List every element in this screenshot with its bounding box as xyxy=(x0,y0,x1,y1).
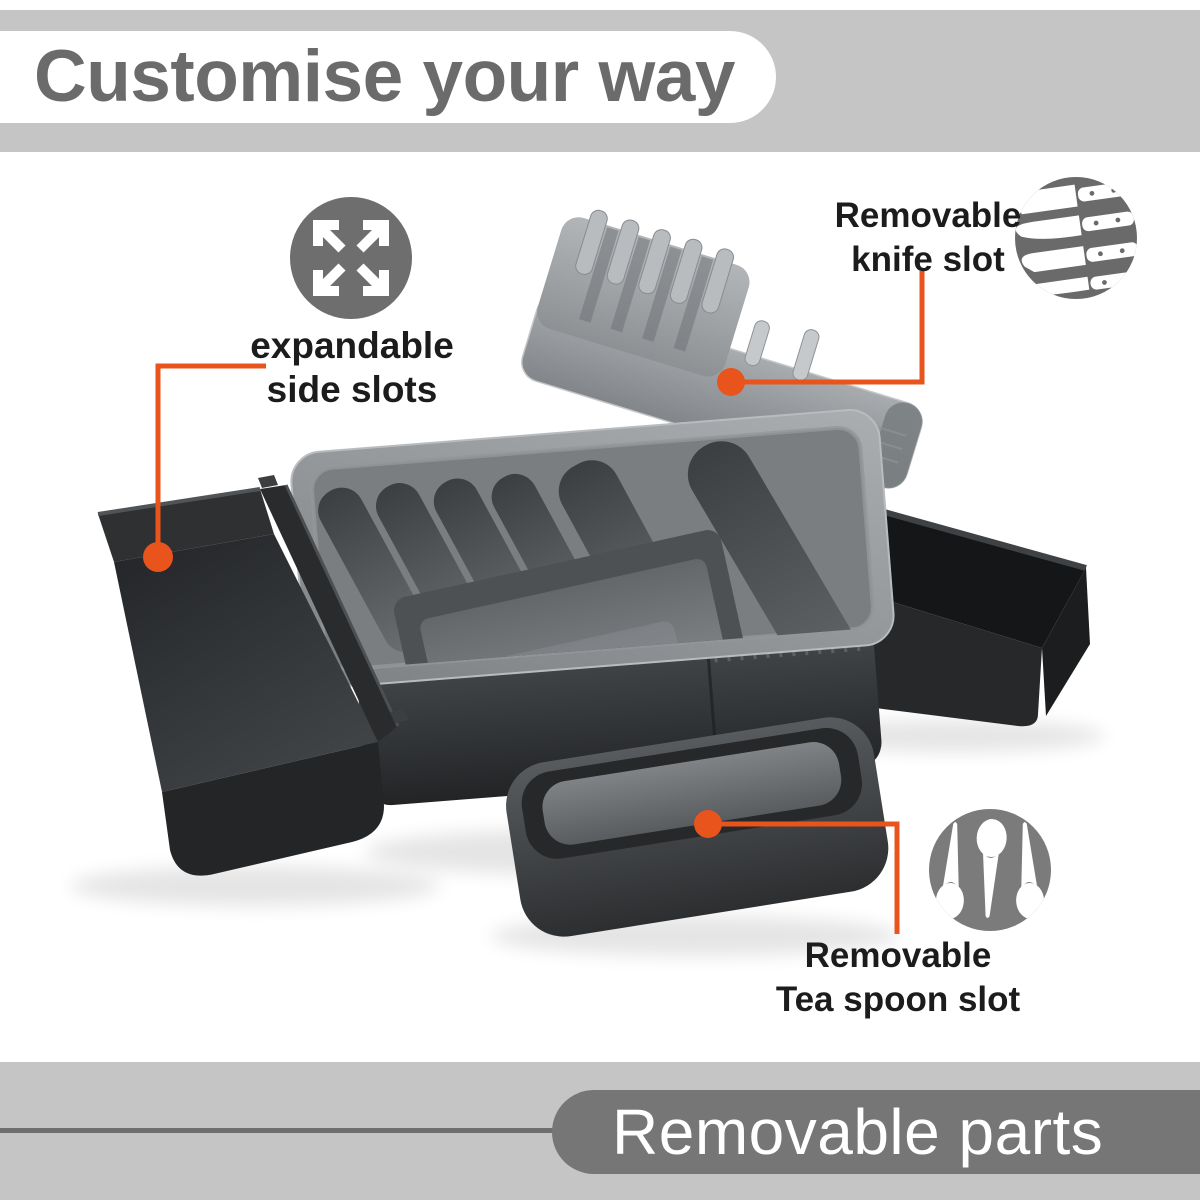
knife-block-fins xyxy=(575,209,735,352)
spoons-icon xyxy=(929,809,1051,931)
expand-arrows-icon xyxy=(290,197,412,319)
label-line: Removable xyxy=(804,936,992,975)
label-expandable-side-slots: expandable side slots xyxy=(200,324,504,412)
callout-dot-expandable xyxy=(143,542,173,572)
footer-rule xyxy=(0,1128,557,1133)
knife-divider-hooks xyxy=(744,320,820,381)
footer-label: Removable parts xyxy=(612,1096,1104,1168)
label-removable-teaspoon-slot: Removable Tea spoon slot xyxy=(748,934,1048,1022)
callout-expandable xyxy=(143,363,266,572)
page-title: Customise your way xyxy=(34,36,735,117)
callout-knife xyxy=(717,271,925,396)
label-removable-knife-slot: Removable knife slot xyxy=(778,194,1078,282)
callout-teaspoon xyxy=(694,810,900,934)
left-expandable-tray xyxy=(97,475,409,876)
footer-banner: Removable parts xyxy=(552,1090,1200,1174)
label-line: side slots xyxy=(266,369,438,410)
callout-dot-knife xyxy=(717,368,745,396)
callout-dot-teaspoon xyxy=(694,810,722,838)
label-line: expandable xyxy=(250,325,454,366)
label-line: knife slot xyxy=(851,240,1005,279)
title-banner: Customise your way xyxy=(0,31,776,123)
label-line: Tea spoon slot xyxy=(775,980,1021,1019)
knife-set-icon xyxy=(1015,177,1137,299)
label-line: Removable xyxy=(834,196,1022,235)
